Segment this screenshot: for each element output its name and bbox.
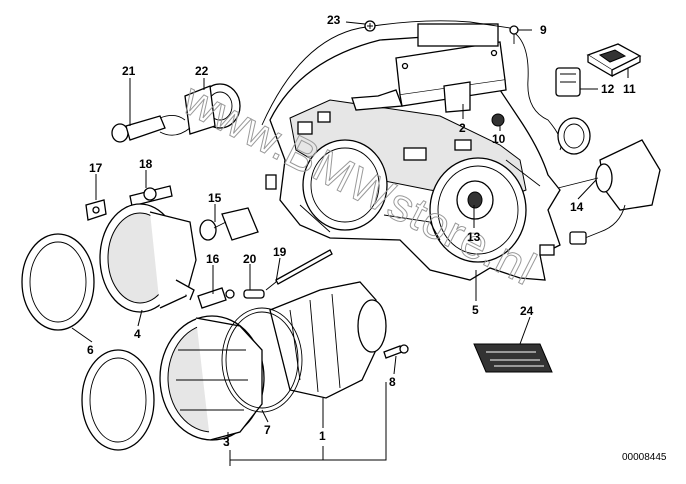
fog-lamp-part-4 — [99, 203, 197, 313]
lens-assembly-part-3 — [159, 315, 265, 441]
callout-5: 5 — [472, 303, 479, 317]
leader-lines — [71, 21, 629, 466]
callout-3: 3 — [223, 435, 230, 449]
bulb-part-17 — [85, 199, 107, 221]
socket-part-22 — [159, 83, 241, 136]
adjuster-rod-part-19 — [265, 249, 333, 291]
pin-part-20 — [243, 289, 265, 299]
callout-9: 9 — [540, 23, 547, 37]
connector-socket — [557, 117, 591, 155]
callout-18: 18 — [139, 157, 153, 171]
callout-10: 10 — [492, 132, 506, 146]
callout-21: 21 — [122, 64, 136, 78]
nut-part-10 — [491, 113, 505, 127]
trim-ring-part-6 — [21, 233, 95, 331]
mounting-bracket — [351, 23, 507, 113]
callout-23: 23 — [327, 13, 341, 27]
label-plate-part-24 — [473, 343, 553, 373]
diagram-number: 00008445 — [622, 452, 667, 463]
bulb-part-18 — [129, 185, 173, 207]
callout-8: 8 — [389, 375, 396, 389]
callout-13: 13 — [467, 230, 481, 244]
wiring-cable — [261, 20, 511, 126]
callout-20: 20 — [243, 252, 257, 266]
bulb-part-16 — [197, 287, 235, 309]
callout-2: 2 — [459, 121, 466, 135]
bulb-part-14 — [557, 139, 661, 245]
callout-17: 17 — [89, 161, 103, 175]
bulb-part-15 — [199, 207, 259, 241]
callout-6: 6 — [87, 343, 94, 357]
callout-11: 11 — [623, 82, 636, 96]
callout-22: 22 — [195, 64, 209, 78]
callout-7: 7 — [264, 423, 271, 437]
callout-19: 19 — [273, 245, 287, 259]
seal-ring-part-7 — [221, 307, 303, 413]
callout-16: 16 — [206, 252, 220, 266]
callout-24: 24 — [520, 304, 534, 318]
bulb-part-21 — [111, 115, 186, 143]
screw-part-8 — [383, 344, 409, 359]
reflector-part-1 — [269, 281, 387, 399]
socket-part-11 — [586, 43, 642, 78]
callouts: 23 9 21 22 12 11 2 10 17 18 15 14 13 19 … — [87, 13, 636, 449]
callout-15: 15 — [208, 191, 222, 205]
headlight-housing — [265, 35, 561, 281]
plug-part-12 — [555, 67, 581, 97]
screw-part-23 — [364, 20, 376, 32]
callout-14: 14 — [570, 200, 584, 214]
callout-4: 4 — [134, 327, 141, 341]
trim-ring-lower — [81, 349, 155, 451]
callout-1: 1 — [319, 429, 326, 443]
callout-12: 12 — [601, 82, 615, 96]
